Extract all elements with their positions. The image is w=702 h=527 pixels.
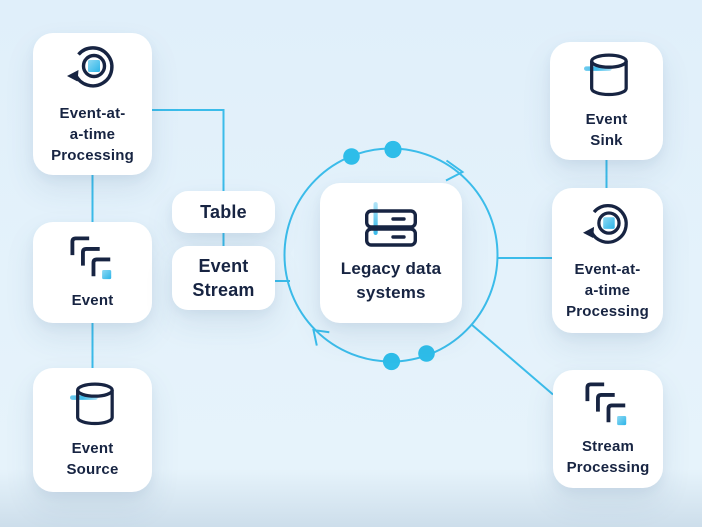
flow-dot [343,148,360,165]
stacked-corners-icon [584,381,632,427]
node-card-event-at-a-time-processing-right: Event-at- a-time Processing [552,188,663,333]
node-pill-event-stream: Event Stream [172,246,275,310]
node-card-event: Event [33,222,152,323]
node-card-event-at-a-time-processing-left: Event-at- a-time Processing [33,33,152,175]
stacked-corners-icon [69,235,117,281]
node-label-line: Event [71,291,114,309]
node-pill-table: Table [172,191,275,233]
database-icon [69,381,116,429]
node-label: Event Sink [586,109,628,151]
node-label-line: Event-at- [59,105,126,122]
node-label-line: Processing [51,147,134,164]
node-label-line: systems [356,282,426,302]
flow-arrow-bottom-left [312,328,330,346]
node-card-stream-processing: Stream Processing [553,370,663,488]
node-label: Event [72,290,114,311]
node-label-line: Source [66,460,119,478]
node-label: Event Source [66,438,118,480]
loop-arrow-icon [580,200,636,250]
flow-dot [384,140,402,159]
node-label-line: Event [585,110,628,128]
node-card-event-sink: Event Sink [550,42,663,160]
flow-dot [382,352,401,371]
node-label: Stream Processing [567,436,650,478]
node-label-line: Sink [590,131,623,149]
node-label-line: Stream [192,280,255,300]
node-card-event-source: Event Source [33,368,152,492]
node-label-line: Event [71,439,114,457]
node-label: Event Stream [192,254,254,302]
flow-arrow-top-right [445,159,465,182]
node-label-line: Event-at- [574,260,641,278]
connector-circle-to-stream-processing [470,323,554,396]
node-label-line: Event [198,256,249,276]
node-label: Table [200,202,247,222]
node-label-line: Processing [566,302,649,320]
database-icon [583,52,630,100]
loop-arrow-icon [64,42,122,94]
node-label-line: Legacy data [340,258,442,278]
node-label: Event-at- a-time Processing [51,103,134,166]
node-label-line: Processing [566,458,650,476]
flow-dot [418,345,435,362]
node-label-line: Stream [581,437,635,455]
node-card-legacy-data-systems: Legacy data systems [320,183,462,323]
connector-eatp-to-table [152,109,225,191]
node-label: Event-at- a-time Processing [566,259,649,322]
server-stack-icon [365,201,417,248]
node-label-line: a-time [69,126,116,143]
node-label: Legacy data systems [341,257,441,305]
node-label-line: a-time [584,281,631,299]
